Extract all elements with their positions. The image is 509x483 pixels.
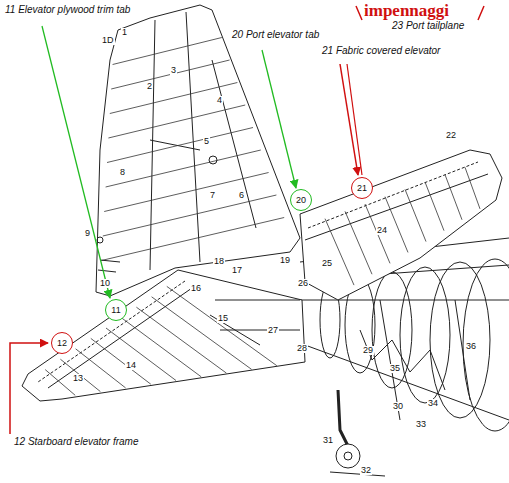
rib-line: [108, 105, 245, 138]
part-label: 20 Port elevator tab: [232, 30, 319, 41]
rib-line: [167, 286, 277, 365]
callout-number: 1D: [101, 36, 115, 45]
callout-number: 8: [119, 168, 126, 177]
callout-circle: 12: [51, 332, 73, 354]
callout-number: 3: [170, 66, 177, 75]
callout-number: 11: [111, 305, 120, 315]
callout-number: 5: [203, 137, 210, 146]
callout-number: 21: [357, 183, 367, 193]
callout-number: 19: [279, 256, 291, 265]
callout-number: 27: [267, 326, 279, 335]
callout-number: 7: [209, 191, 216, 200]
callout-number: 34: [427, 399, 439, 408]
rib-line: [425, 182, 444, 231]
port-tailplane: [300, 150, 502, 300]
rib-line: [101, 218, 284, 261]
part-label: 21 Fabric covered elevator: [322, 46, 440, 57]
callout-number: 15: [217, 314, 229, 323]
callout-number: 28: [296, 344, 308, 353]
rib-line: [60, 359, 100, 391]
title-label: impennaggi: [364, 2, 449, 20]
callout-number: 1: [121, 28, 128, 37]
callout-number: 18: [213, 257, 225, 266]
callout-number: 12: [57, 338, 67, 348]
callout-number: 32: [360, 466, 372, 475]
callout-number: 25: [321, 259, 333, 268]
callout-circle: 11: [105, 299, 127, 321]
callout-number: 16: [190, 284, 202, 293]
rib-line: [110, 83, 238, 114]
fuselage-frames: [300, 238, 509, 431]
callout-number: 29: [362, 346, 374, 355]
callout-number: 10: [99, 279, 111, 288]
rib-line: [121, 318, 201, 377]
rib-line: [152, 297, 252, 370]
callout-number: 35: [389, 364, 401, 373]
rib-line: [91, 338, 151, 384]
callout-number: 24: [376, 226, 388, 235]
fin-rudder: [96, 5, 300, 296]
rib-line: [104, 173, 268, 212]
callout-number: 33: [415, 420, 427, 429]
part-label: 12 Starboard elevator frame: [14, 437, 139, 448]
part-label: 11 Elevator plywood trim tab: [5, 5, 130, 16]
rib-line: [106, 328, 176, 381]
rib-line: [465, 167, 480, 209]
callout-number: 6: [238, 191, 245, 200]
rib-line: [445, 175, 462, 220]
rib-line: [345, 211, 372, 274]
callout-number: 2: [146, 82, 153, 91]
rib-line: [106, 150, 261, 187]
callout-number: 9: [84, 229, 91, 238]
callout-number: 14: [125, 361, 137, 370]
tail-wheel: [330, 390, 385, 476]
rib-line: [385, 197, 408, 253]
callout-number: 17: [231, 266, 243, 275]
rib-line: [45, 370, 75, 396]
callout-number: 4: [216, 96, 223, 105]
rib-line: [405, 189, 426, 241]
callout-circle: 21: [351, 177, 373, 199]
callout-number: 20: [296, 195, 306, 205]
callout-circle: 20: [290, 189, 312, 211]
part-label: 23 Port tailplane: [392, 21, 464, 32]
callout-number: 36: [465, 342, 477, 351]
rib-line: [111, 60, 229, 89]
callout-number: 26: [297, 279, 309, 288]
leader-lines: [10, 6, 484, 434]
callout-number: 22: [445, 131, 457, 140]
callout-number: 31: [322, 436, 334, 445]
rib-line: [365, 204, 390, 263]
rib-line: [103, 195, 277, 236]
starboard-tailplane: [22, 270, 305, 401]
rib-line: [325, 219, 354, 285]
callout-number: 13: [72, 374, 84, 383]
rib-line: [113, 38, 222, 65]
callout-number: 30: [392, 402, 404, 411]
